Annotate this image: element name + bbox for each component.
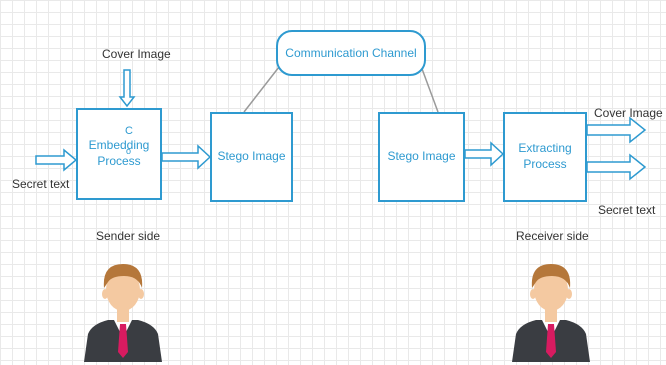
stego-image-right-box: Stego Image (378, 112, 465, 202)
stego-to-extract-arrow (464, 141, 505, 167)
cover-image-output-label: Cover Image (594, 106, 663, 120)
communication-channel-label: Communication Channel (285, 46, 417, 60)
embed-to-stego-arrow (161, 144, 212, 170)
receiver-side-label: Receiver side (516, 229, 589, 243)
sender-side-label: Sender side (96, 229, 161, 243)
secret-input-arrow (35, 148, 78, 172)
embedding-process-label: Embedding Process (88, 138, 150, 168)
extracting-process-box: Extracting Process (503, 112, 587, 202)
extracting-process-label: Extracting Process (518, 141, 572, 171)
secret-text-input-label: Secret text (12, 177, 70, 191)
stego-image-right-label: Stego Image (387, 149, 456, 164)
communication-channel-box: Communication Channel (276, 30, 426, 76)
secret-output-arrow (586, 153, 647, 181)
cover-output-arrow (586, 116, 647, 144)
embedding-process-box: Embedding Process (76, 108, 162, 200)
embedding-overlay-c: C (125, 125, 133, 137)
embedding-overlay-o: o (126, 146, 132, 156)
receiver-avatar (512, 264, 590, 362)
sender-avatar (84, 264, 162, 362)
stego-image-left-box: Stego Image (210, 112, 293, 202)
secret-text-output-label: Secret text (598, 203, 656, 217)
cover-image-input-label: Cover Image (102, 47, 171, 61)
stego-image-left-label: Stego Image (217, 149, 286, 164)
cover-input-arrow (118, 69, 136, 108)
